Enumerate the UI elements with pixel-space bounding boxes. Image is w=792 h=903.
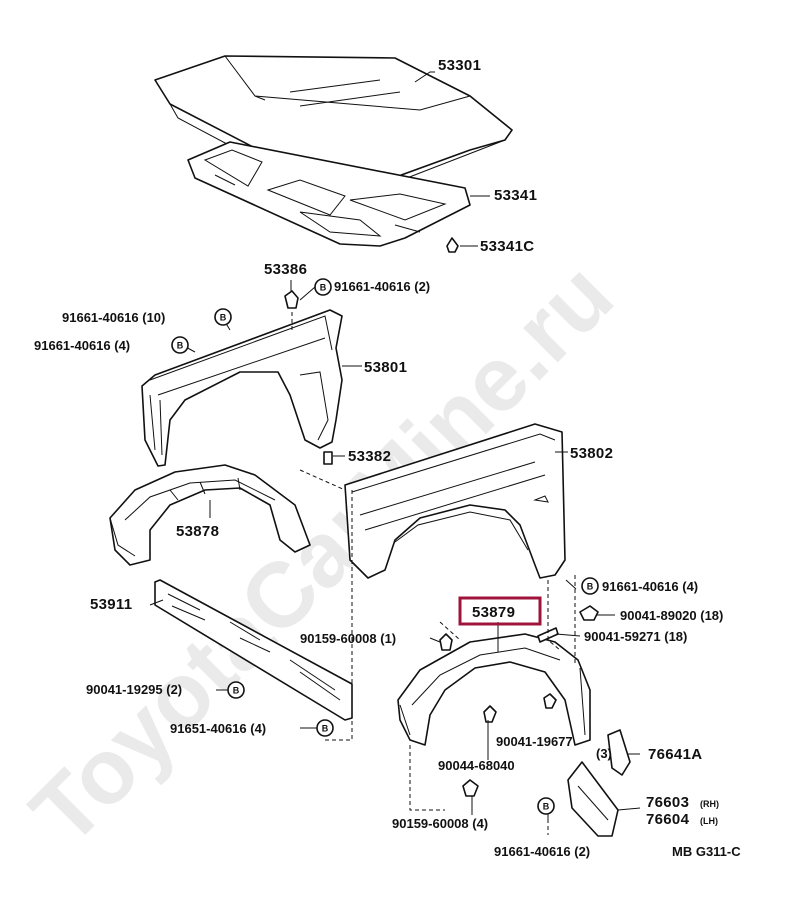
svg-text:B: B — [320, 283, 327, 293]
mud-guard-bracket[interactable] — [607, 729, 631, 776]
part-labels: 53301 53341 53341C 53386 91661-40616 (2)… — [34, 57, 741, 859]
label-90041-59271[interactable]: 90041-59271 (18) — [584, 629, 687, 644]
svg-text:B: B — [543, 802, 550, 812]
label-90041-89020[interactable]: 90041-89020 (18) — [620, 608, 723, 623]
label-90044-68040[interactable]: 90044-68040 — [438, 758, 515, 773]
svg-text:B: B — [220, 313, 227, 323]
fender-liner[interactable] — [397, 633, 591, 746]
highlight-box-53879 — [458, 596, 542, 626]
label-76641a[interactable]: 76641A — [648, 746, 702, 763]
label-91651-40616[interactable]: 91651-40616 (4) — [170, 721, 266, 736]
label-53386[interactable]: 53386 — [264, 261, 307, 278]
label-90159-60008-4[interactable]: 90159-60008 (4) — [392, 816, 488, 831]
clip-53386[interactable] — [284, 290, 299, 309]
apron-seal[interactable] — [154, 579, 353, 721]
svg-text:B: B — [322, 724, 329, 734]
bolt-badge-b1: B — [314, 278, 332, 296]
label-53878[interactable]: 53878 — [176, 523, 219, 540]
hood-clip[interactable] — [446, 237, 459, 253]
label-53802[interactable]: 53802 — [570, 445, 613, 462]
svg-text:B: B — [233, 686, 240, 696]
label-b5[interactable]: 91661-40616 (2) — [494, 844, 590, 859]
label-rh: (RH) — [700, 799, 719, 809]
diagram-code: MB G311-C — [672, 844, 741, 859]
svg-text:B: B — [177, 341, 184, 351]
label-53911[interactable]: 53911 — [90, 596, 132, 613]
label-53382[interactable]: 53382 — [348, 448, 391, 465]
mud-guard[interactable] — [567, 761, 619, 837]
label-90159-60008-1[interactable]: 90159-60008 (1) — [300, 631, 396, 646]
fender-apron[interactable] — [109, 464, 311, 566]
label-76604[interactable]: 76604 — [646, 811, 690, 828]
fastener-set — [439, 605, 599, 797]
bolt-badge-b3: B — [171, 336, 189, 354]
label-lh: (LH) — [700, 816, 718, 826]
cowl-side-panel[interactable] — [141, 309, 343, 467]
bolt-badge-b4: B — [581, 577, 599, 595]
label-90041-19295[interactable]: 90041-19295 (2) — [86, 682, 182, 697]
label-53301[interactable]: 53301 — [438, 57, 481, 74]
bolt-badge-b6: B — [227, 681, 245, 699]
label-qty-3: (3) — [596, 746, 612, 761]
label-b2[interactable]: 91661-40616 (10) — [62, 310, 165, 325]
bolt-badge-b7: B — [316, 719, 334, 737]
hood-inner-panel[interactable] — [187, 141, 471, 247]
label-53879[interactable]: 53879 — [472, 604, 515, 621]
label-b3[interactable]: 91661-40616 (4) — [34, 338, 130, 353]
label-b4[interactable]: 91661-40616 (4) — [602, 579, 698, 594]
label-b1[interactable]: 91661-40616 (2) — [334, 279, 430, 294]
label-76603[interactable]: 76603 — [646, 794, 689, 811]
label-53801[interactable]: 53801 — [364, 359, 407, 376]
label-53341c[interactable]: 53341C — [480, 238, 534, 255]
clip-53382[interactable] — [323, 451, 333, 465]
label-90041-19677[interactable]: 90041-19677 — [496, 734, 573, 749]
bolt-badge-b2: B — [214, 308, 232, 326]
svg-text:B: B — [587, 582, 594, 592]
front-fender[interactable] — [344, 423, 566, 579]
bolt-badge-b5: B — [537, 797, 555, 815]
label-53341[interactable]: 53341 — [494, 187, 537, 204]
